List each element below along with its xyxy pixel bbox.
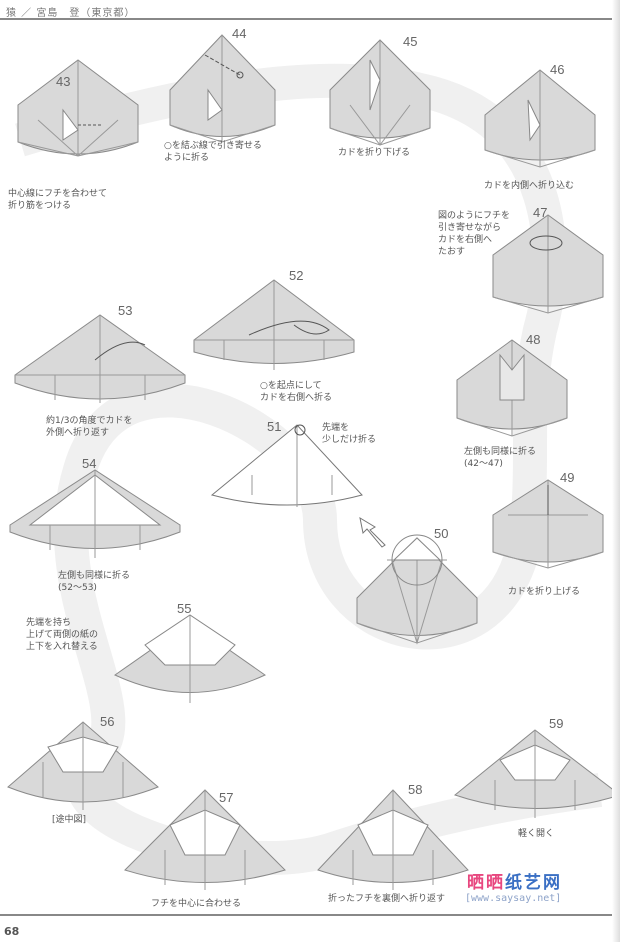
- origami-diagram: [14, 314, 186, 403]
- step-caption: カドを内側へ折り込む: [484, 181, 575, 191]
- step-caption: 図のようにフチを 引き寄せながら カドを右側へ たおす: [438, 211, 511, 257]
- page-header: 猿 ／ 宮島 登（東京都）: [6, 8, 136, 19]
- step-caption: フチを中心に合わせる: [151, 899, 242, 909]
- origami-diagram: [329, 39, 431, 146]
- step-43: 43: [8, 59, 168, 170]
- step-caption: 中心線にフチを合わせて 折り筋をつける: [8, 189, 108, 211]
- origami-diagram: [124, 789, 286, 890]
- step-caption: 折ったフチを裏側へ折り返す: [328, 894, 446, 904]
- page-edge-shadow: [612, 0, 620, 942]
- step-caption: ○を起点にして カドを右側へ折る: [260, 381, 333, 403]
- step-54: 54: [9, 456, 190, 560]
- step-caption: ○を結ぶ線で引き寄せる ように折る: [164, 141, 262, 163]
- step-number: 48: [526, 332, 541, 347]
- step-50: 50: [352, 526, 482, 648]
- step-number: 43: [56, 74, 71, 89]
- step-number: 55: [177, 601, 192, 616]
- page-number: 68: [4, 925, 20, 938]
- step-caption: カドを折り上げる: [508, 587, 581, 597]
- step-number: 57: [219, 790, 234, 805]
- step-57: 57: [124, 789, 286, 890]
- step-51: 51: [210, 419, 363, 510]
- step-59: 59: [453, 716, 620, 820]
- step-45: 45: [325, 34, 475, 146]
- watermark-logo: 晒晒纸艺网: [467, 868, 562, 893]
- step-caption: 左側も同様に折る (52〜53): [58, 571, 131, 593]
- step-number: 58: [408, 782, 423, 797]
- step-number: 51: [267, 419, 282, 434]
- origami-diagram: [453, 729, 620, 818]
- step-caption: 先端を持ち 上げて両側の紙の 上下を入れ替える: [26, 618, 99, 652]
- origami-diagram: [492, 479, 604, 569]
- step-caption: 左側も同様に折る (42〜47): [464, 447, 537, 469]
- origami-diagram: [484, 69, 596, 168]
- step-47: 47: [488, 205, 618, 315]
- origami-diagram: [17, 59, 139, 157]
- step-caption: [途中図]: [52, 815, 87, 825]
- step-56: 56: [7, 714, 168, 812]
- step-49: 49: [488, 470, 618, 570]
- step-58: 58: [317, 782, 469, 890]
- watermark-name-pink: 晒晒: [467, 873, 505, 893]
- step-number: 50: [434, 526, 449, 541]
- origami-diagram: [193, 279, 355, 370]
- step-caption: 軽く開く: [518, 829, 555, 839]
- footer-divider: [0, 914, 620, 916]
- step-number: 53: [118, 303, 133, 318]
- step-number: 59: [549, 716, 564, 731]
- step-46: 46: [480, 62, 620, 170]
- step-number: 45: [403, 34, 418, 49]
- step-number: 47: [533, 205, 548, 220]
- origami-diagram: [9, 469, 181, 558]
- origami-diagram: [356, 534, 478, 645]
- watermark-name-blue: 纸艺网: [505, 873, 562, 893]
- step-44: 44: [160, 26, 320, 143]
- origami-diagram: [210, 424, 363, 507]
- step-number: 49: [560, 470, 575, 485]
- step-number: 54: [82, 456, 97, 471]
- step-number: 52: [289, 268, 304, 283]
- step-55: 55: [114, 601, 266, 705]
- origami-diagram: [169, 34, 276, 143]
- step-48: 48: [452, 332, 592, 440]
- step-caption: 先端を 少しだけ折る: [322, 423, 377, 445]
- origami-diagram: [492, 214, 604, 314]
- header-divider: [0, 18, 620, 20]
- origami-diagram: [456, 339, 568, 437]
- step-caption: カドを折り下げる: [338, 148, 411, 158]
- origami-diagram: [7, 721, 159, 810]
- watermark-url: [www.saysay.net]: [465, 893, 562, 904]
- step-52: 52: [193, 268, 364, 370]
- origami-diagram: [317, 789, 469, 890]
- origami-diagram: [114, 614, 266, 703]
- turn-over-arrow-icon: [359, 516, 386, 548]
- step-53: 53: [14, 303, 195, 405]
- step-number: 56: [100, 714, 115, 729]
- step-number: 46: [550, 62, 565, 77]
- step-number: 44: [232, 26, 247, 41]
- step-caption: 約1/3の角度でカドを 外側へ折り返す: [46, 416, 133, 438]
